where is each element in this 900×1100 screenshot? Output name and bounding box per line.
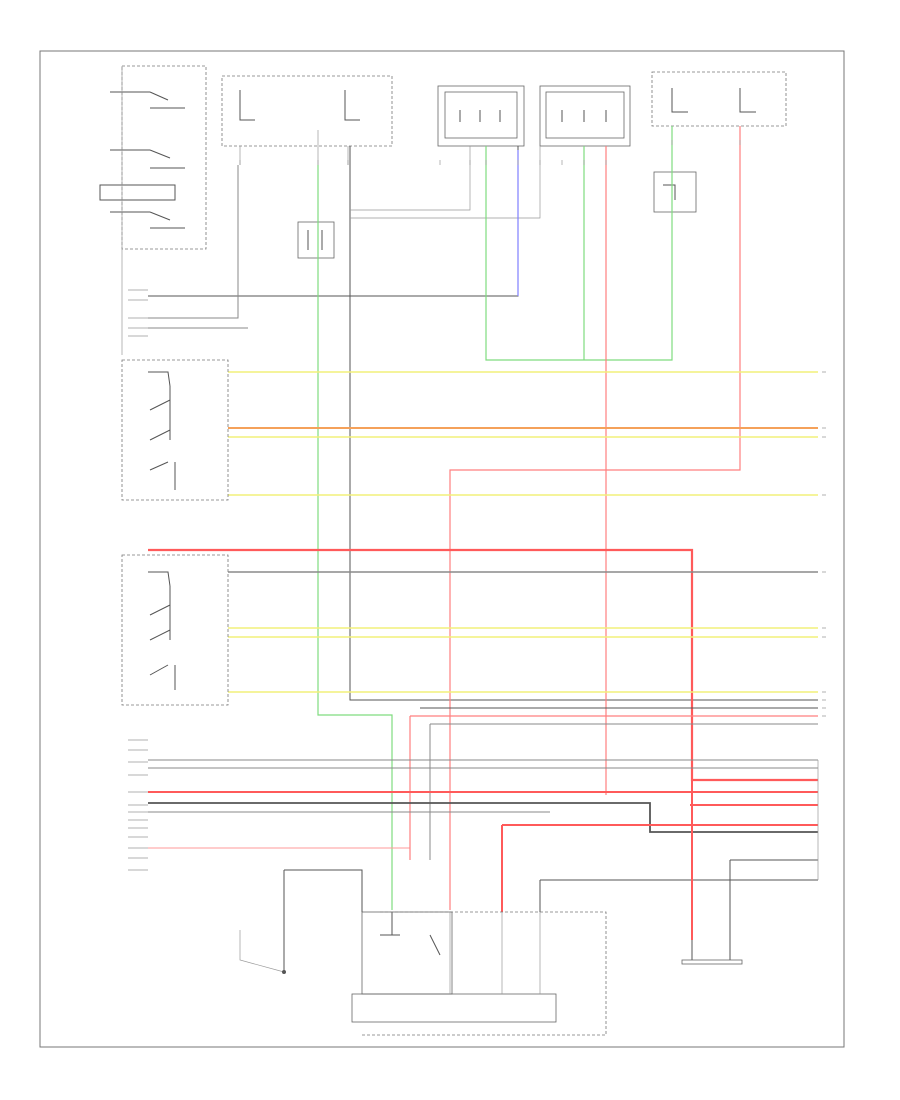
left-switch-block — [99, 65, 207, 355]
right-edge-ticks — [822, 371, 826, 717]
top-module-dashed — [221, 75, 393, 165]
wire-runs-top — [148, 146, 818, 701]
bus-lines — [148, 371, 818, 782]
relay-box — [653, 171, 697, 213]
red-wires-thin — [148, 126, 741, 910]
switch-block-upper — [121, 359, 229, 501]
bottom-left-sensor — [239, 869, 363, 974]
small-relay-center — [297, 221, 335, 259]
bottom-right-sensor — [681, 940, 743, 965]
top-module-box-2 — [437, 85, 525, 147]
diagram-frame — [39, 50, 845, 1048]
top-module-box-3 — [539, 85, 631, 147]
top-module-box-4 — [651, 71, 787, 127]
right-bundle-lines — [148, 707, 819, 940]
left-connector-stubs — [128, 289, 148, 871]
top-connector-pins — [239, 140, 741, 165]
switch-block-lower — [121, 554, 229, 706]
bottom-module — [351, 911, 607, 1036]
